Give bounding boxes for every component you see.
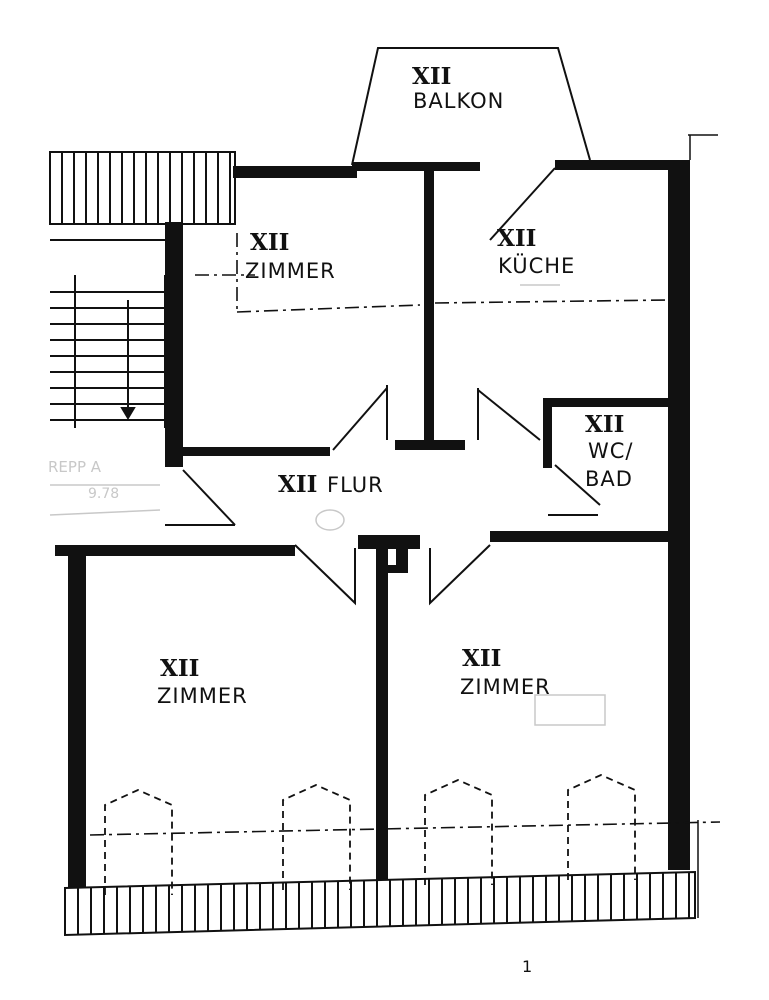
stair-label-2: 9.78	[88, 486, 119, 502]
outer-walls	[55, 160, 690, 888]
zimmer-top-label: ZIMMER	[245, 259, 336, 283]
zimmer-left-label: ZIMMER	[157, 684, 248, 708]
right-boundary	[688, 134, 718, 918]
zimmer-right-number: XII	[462, 645, 501, 672]
stair-label-1: REPP A	[48, 458, 102, 476]
zimmer-top-number: XII	[250, 229, 289, 256]
staircase	[50, 239, 166, 428]
bottom-railing-hatch	[64, 870, 696, 937]
window-bays	[104, 774, 636, 895]
balkon-number: XII	[412, 63, 451, 90]
flur-number: XII	[278, 471, 317, 498]
faint-marks	[49, 284, 606, 726]
wc-number: XII	[585, 411, 624, 438]
zimmer-right-label: ZIMMER	[460, 675, 551, 699]
zimmer-left-number: XII	[160, 655, 199, 682]
kueche-label: KÜCHE	[498, 253, 575, 278]
balkon-outline	[351, 47, 591, 166]
dashdot-lines	[89, 233, 721, 836]
top-railing-hatch	[49, 151, 236, 225]
interior-walls	[182, 170, 671, 880]
flur-label: FLUR	[327, 473, 384, 497]
wc-label-line2: BAD	[585, 467, 633, 491]
kueche-number: XII	[497, 225, 536, 252]
page-mark: 1	[522, 957, 532, 976]
balkon-label: BALKON	[413, 89, 504, 113]
door-swings	[165, 167, 601, 606]
wc-label-line1: WC/	[588, 439, 634, 463]
